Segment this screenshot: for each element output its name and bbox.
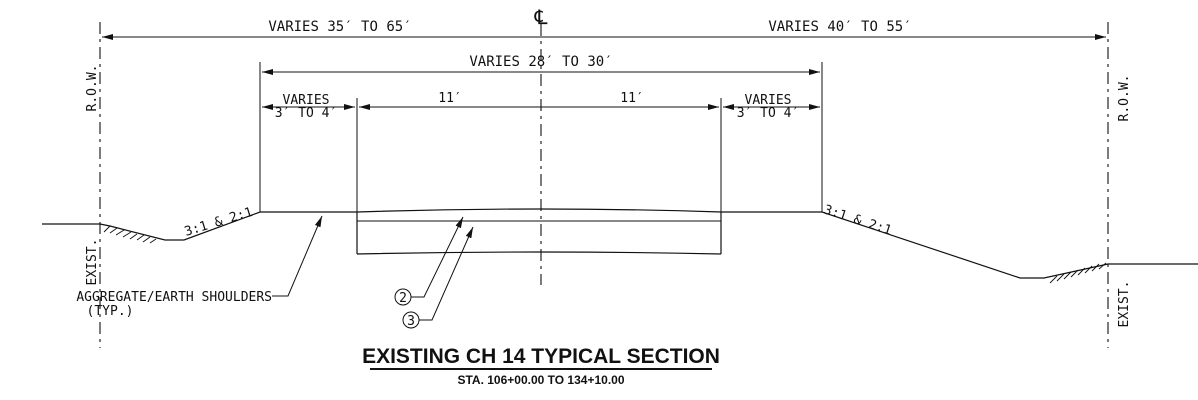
dim-left-row: VARIES 35′ TO 65′ xyxy=(268,19,411,35)
dim-pavement-width: VARIES 28′ TO 30′ xyxy=(469,54,612,70)
exist-label-left: EXIST. xyxy=(85,239,100,286)
svg-text:2: 2 xyxy=(399,291,407,306)
pavement-structure xyxy=(356,212,722,255)
row-dimension: VARIES 35′ TO 65′ VARIES 40′ TO 55′ xyxy=(102,19,1106,40)
pavement-dimension: VARIES 28′ TO 30′ xyxy=(259,54,823,212)
exist-label-right: EXIST. xyxy=(1117,281,1132,328)
ground-profile xyxy=(42,208,1198,279)
ground-hatch-left xyxy=(103,225,157,244)
dim-right-shoulder-1: VARIES xyxy=(745,93,792,108)
dim-right-row: VARIES 40′ TO 55′ xyxy=(768,19,911,35)
callout-3: 3 xyxy=(402,226,474,329)
ground-hatch-right xyxy=(1049,262,1107,284)
dim-left-lane: 11′ xyxy=(438,91,461,106)
lane-dimension: VARIES 3′ TO 4′ 11′ 11′ VARIES 3′ TO 4′ xyxy=(262,91,820,212)
row-label-right: R.O.W. xyxy=(1117,75,1132,122)
section-title: EXISTING CH 14 TYPICAL SECTION xyxy=(362,345,720,368)
dim-right-shoulder-2: 3′ TO 4′ xyxy=(737,106,800,121)
slope-label-right: 3:1 & 2:1 xyxy=(822,203,894,239)
shoulder-note-line2: (TYP.) xyxy=(87,304,134,319)
dim-right-lane: 11′ xyxy=(620,91,643,106)
shoulder-note-line1: AGGREGATE/EARTH SHOULDERS xyxy=(76,290,272,305)
slope-label-left: 3:1 & 2:1 xyxy=(183,205,255,240)
row-label-left: R.O.W. xyxy=(85,65,100,112)
shoulder-note: AGGREGATE/EARTH SHOULDERS (TYP.) xyxy=(76,215,323,319)
svg-text:3: 3 xyxy=(407,314,415,329)
dim-left-shoulder-1: VARIES xyxy=(283,93,330,108)
centerline-symbol: ℄ xyxy=(534,5,548,29)
callout-2: 2 xyxy=(394,216,464,306)
section-subtitle: STA. 106+00.00 TO 134+10.00 xyxy=(457,373,624,387)
dim-left-shoulder-2: 3′ TO 4′ xyxy=(275,106,338,121)
